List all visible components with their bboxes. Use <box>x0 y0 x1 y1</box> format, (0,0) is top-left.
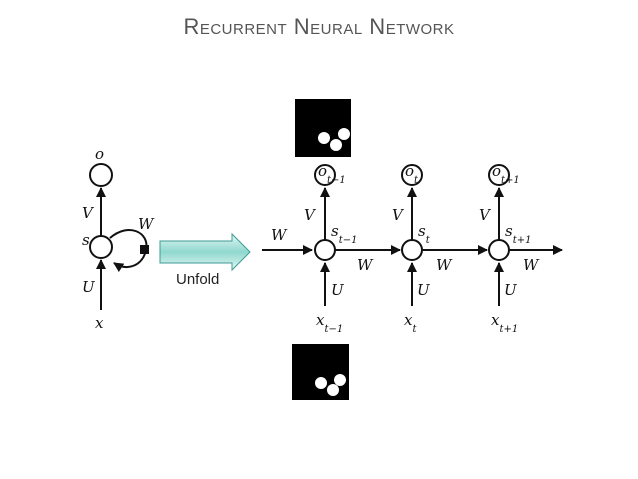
folded-input-label: x <box>95 314 104 332</box>
w-label: W <box>523 256 540 274</box>
top-output-image <box>295 99 351 157</box>
image-background <box>292 344 349 400</box>
state-node <box>314 239 336 261</box>
u-label: U <box>331 281 345 299</box>
dot-icon <box>334 374 346 386</box>
step-t-plus-1: ot+1 V st+1 W U xt+1 <box>479 162 563 335</box>
v-label: V <box>392 206 405 224</box>
u-label: U <box>504 281 518 299</box>
folded-state-node <box>89 235 113 259</box>
input-label: xt−1 <box>316 311 343 335</box>
state-node <box>401 239 423 261</box>
unfolded-network: W ot−1 V st−1 W U xt−1 ot V st W U <box>262 162 563 335</box>
input-label: xt <box>404 311 417 335</box>
dot-icon <box>338 128 350 140</box>
folded-output-node <box>89 163 113 187</box>
unfold-arrow: Unfold <box>159 232 251 288</box>
state-label: st <box>418 222 431 246</box>
output-label: ot+1 <box>492 162 520 186</box>
folded-w-label: W <box>138 215 155 233</box>
v-label: V <box>479 206 492 224</box>
unfold-label: Unfold <box>176 271 219 288</box>
state-label: st−1 <box>331 222 357 246</box>
output-label: ot−1 <box>318 162 346 186</box>
page-title: Recurrent Neural Network <box>183 14 455 39</box>
step-t: ot V st W U xt <box>392 162 488 335</box>
folded-v-label: V <box>82 204 95 222</box>
step-t-minus-1: ot−1 V st−1 W U xt−1 <box>304 162 401 335</box>
output-node <box>488 164 510 186</box>
dot-icon <box>330 139 342 151</box>
v-label: V <box>304 206 317 224</box>
delay-square-icon <box>140 245 149 254</box>
input-label: xt+1 <box>491 311 518 335</box>
folded-network: o V s W U x <box>82 145 155 332</box>
dot-icon <box>327 384 339 396</box>
state-label: st+1 <box>505 222 531 246</box>
w-label: W <box>357 256 374 274</box>
u-label: U <box>417 281 431 299</box>
unfold-arrow-icon <box>159 232 251 272</box>
bottom-input-image <box>292 344 349 400</box>
folded-u-label: U <box>82 278 96 296</box>
dot-icon <box>315 377 327 389</box>
output-node <box>401 164 423 186</box>
entry-w-label: W <box>271 226 288 244</box>
folded-state-label: s <box>82 231 90 249</box>
state-node <box>488 239 510 261</box>
output-node <box>314 164 336 186</box>
folded-output-label: o <box>95 145 104 163</box>
w-label: W <box>436 256 453 274</box>
output-label: ot <box>405 162 419 186</box>
dot-icon <box>318 132 330 144</box>
image-background <box>295 99 351 157</box>
